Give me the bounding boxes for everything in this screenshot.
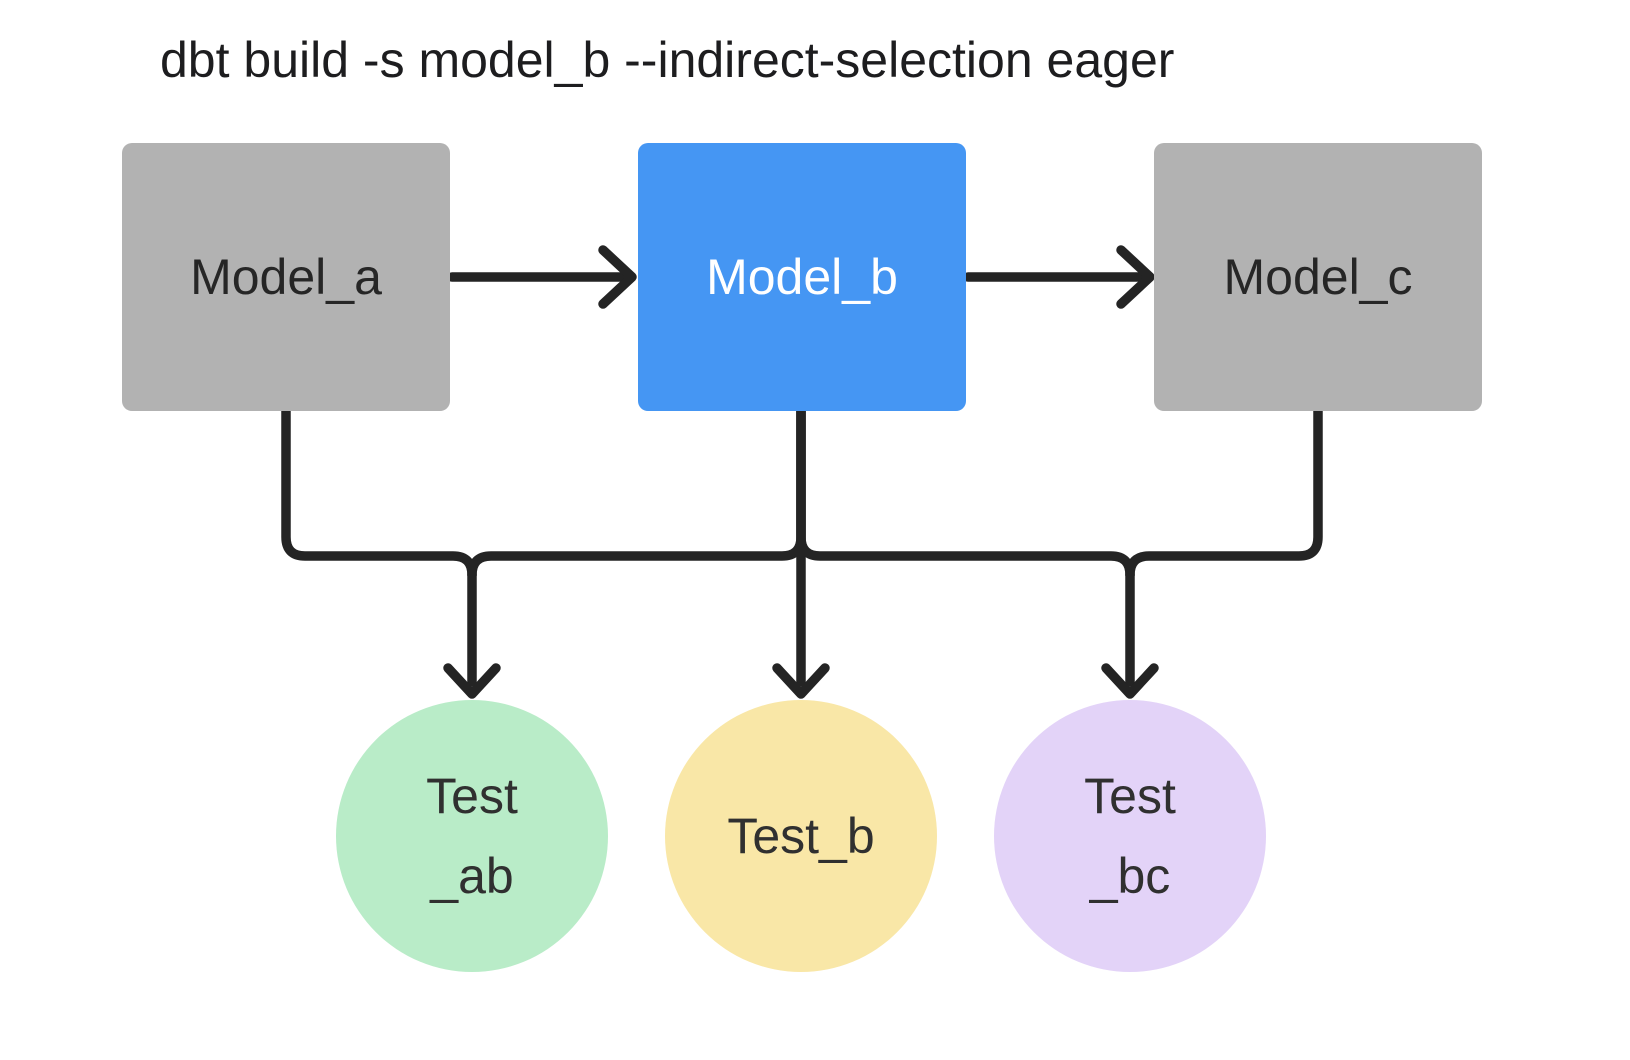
edge-model-b-test-ab	[467, 406, 806, 580]
node-test-b-label-line1: Test_b	[727, 808, 875, 864]
node-model-b: Model_b	[638, 143, 966, 411]
node-test-ab-label-line2: _ab	[430, 848, 514, 904]
node-test-ab: Test _ab	[336, 700, 608, 972]
edge-model-a-test-ab	[281, 406, 477, 580]
node-test-ab-label-line1: Test	[426, 768, 518, 824]
node-test-bc: Test _bc	[994, 700, 1266, 972]
arrowhead-test-ab-icon	[443, 663, 501, 699]
node-test-bc-label-line2: _bc	[1089, 848, 1171, 904]
arrowhead-model-c-icon	[1116, 245, 1155, 309]
node-model-c: Model_c	[1154, 143, 1482, 411]
diagram-title: dbt build -s model_b --indirect-selectio…	[160, 32, 1175, 88]
arrowhead-test-b-icon	[772, 663, 830, 699]
node-model-a-label: Model_a	[190, 249, 382, 305]
arrowhead-model-b-icon	[598, 245, 637, 309]
edge-model-b-test-bc	[796, 406, 1135, 580]
node-test-b: Test_b	[665, 700, 937, 972]
node-test-bc-label-line1: Test	[1084, 768, 1176, 824]
arrowhead-test-bc-icon	[1101, 663, 1159, 699]
node-model-c-label: Model_c	[1223, 249, 1413, 305]
node-model-a: Model_a	[122, 143, 450, 411]
edge-model-c-test-bc	[1125, 406, 1323, 580]
node-model-b-label: Model_b	[706, 249, 898, 305]
